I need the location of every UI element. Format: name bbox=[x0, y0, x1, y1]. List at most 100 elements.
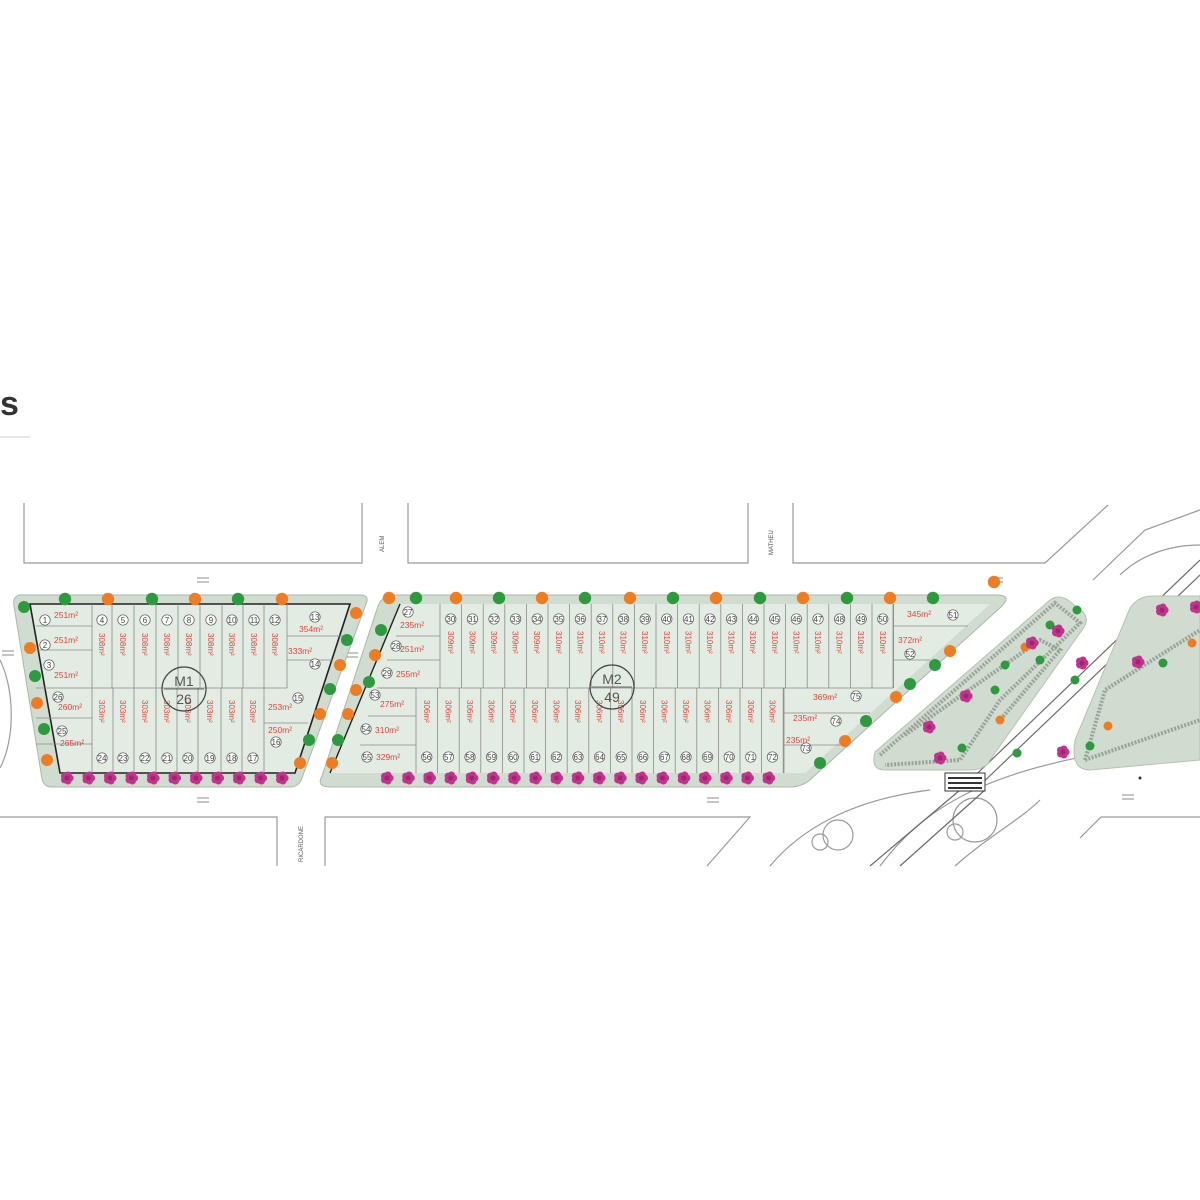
tree-orange-icon bbox=[326, 757, 338, 769]
block-code: M1 bbox=[174, 673, 194, 689]
lot-marker[interactable]: 49 bbox=[855, 613, 867, 625]
lot-marker[interactable]: 17 bbox=[247, 752, 259, 764]
lot-marker[interactable]: 24 bbox=[96, 752, 108, 764]
lot-marker[interactable]: 30 bbox=[445, 613, 457, 625]
lot-marker[interactable]: 19 bbox=[204, 752, 216, 764]
lot-marker[interactable]: 31 bbox=[466, 613, 478, 625]
lot-marker[interactable]: 12 bbox=[269, 614, 281, 626]
lot-marker[interactable]: 21 bbox=[161, 752, 173, 764]
lot-marker[interactable]: 2 bbox=[39, 639, 51, 651]
lot-marker[interactable]: 58 bbox=[464, 751, 476, 763]
lot-marker[interactable]: 71 bbox=[745, 751, 757, 763]
lot-marker[interactable]: 56 bbox=[421, 751, 433, 763]
lot-marker[interactable]: 61 bbox=[529, 751, 541, 763]
lot-marker[interactable]: 72 bbox=[766, 751, 778, 763]
lot-marker[interactable]: 57 bbox=[442, 751, 454, 763]
m1-lot-lines bbox=[36, 604, 343, 773]
lot-marker[interactable]: 20 bbox=[182, 752, 194, 764]
lot-marker[interactable]: 51 bbox=[947, 609, 959, 621]
lot-marker[interactable]: 65 bbox=[615, 751, 627, 763]
lot-marker[interactable]: 40 bbox=[661, 613, 673, 625]
lot-marker[interactable]: 43 bbox=[726, 613, 738, 625]
lot-area: 310m² bbox=[835, 631, 844, 654]
roundabout-edge-3 bbox=[954, 799, 1041, 867]
lot-marker[interactable]: 55 bbox=[361, 751, 373, 763]
lot-marker[interactable]: 36 bbox=[574, 613, 586, 625]
lot-marker[interactable]: 22 bbox=[139, 752, 151, 764]
lot-marker[interactable]: 73 bbox=[800, 742, 812, 754]
lot-number: 46 bbox=[792, 615, 801, 624]
lot-marker[interactable]: 47 bbox=[812, 613, 824, 625]
lot-number-circle bbox=[574, 613, 586, 625]
lot-marker[interactable]: 25 bbox=[56, 725, 68, 737]
lot-number-circle bbox=[204, 752, 216, 764]
lot-marker[interactable]: 46 bbox=[790, 613, 802, 625]
lot-number-circle bbox=[488, 613, 500, 625]
lot-marker[interactable]: 42 bbox=[704, 613, 716, 625]
lot-marker[interactable]: 75 bbox=[850, 690, 862, 702]
lot-number-circle bbox=[183, 614, 195, 626]
lot-marker[interactable]: 64 bbox=[594, 751, 606, 763]
lot-marker[interactable]: 3 bbox=[43, 659, 55, 671]
lot-marker[interactable]: 9 bbox=[205, 614, 217, 626]
lot-number: 56 bbox=[422, 753, 431, 762]
flower-magenta-icon bbox=[254, 771, 268, 785]
lot-marker[interactable]: 8 bbox=[183, 614, 195, 626]
lot-marker[interactable]: 28 bbox=[390, 640, 402, 652]
lot-marker[interactable]: 29 bbox=[381, 667, 393, 679]
lot-marker[interactable]: 50 bbox=[877, 613, 889, 625]
lot-number-circle bbox=[702, 751, 714, 763]
lot-number: 2 bbox=[43, 641, 48, 650]
lot-number: 3 bbox=[47, 661, 52, 670]
lot-marker[interactable]: 37 bbox=[596, 613, 608, 625]
lot-marker[interactable]: 4 bbox=[96, 614, 108, 626]
lot-marker[interactable]: 45 bbox=[769, 613, 781, 625]
lot-marker[interactable]: 74 bbox=[830, 715, 842, 727]
lot-marker[interactable]: 14 bbox=[309, 658, 321, 670]
lot-marker[interactable]: 32 bbox=[488, 613, 500, 625]
flower-magenta-icon bbox=[934, 751, 947, 765]
lot-marker[interactable]: 34 bbox=[531, 613, 543, 625]
lot-marker[interactable]: 63 bbox=[572, 751, 584, 763]
two-way-arrow-icon bbox=[1122, 794, 1134, 800]
lot-marker[interactable]: 41 bbox=[682, 613, 694, 625]
lot-marker[interactable]: 23 bbox=[117, 752, 129, 764]
lot-marker[interactable]: 5 bbox=[117, 614, 129, 626]
lot-marker[interactable]: 33 bbox=[510, 613, 522, 625]
lot-marker[interactable]: 70 bbox=[723, 751, 735, 763]
lot-number-circle bbox=[56, 725, 68, 737]
flower-magenta-icon bbox=[168, 771, 182, 785]
lot-marker[interactable]: 48 bbox=[834, 613, 846, 625]
lot-marker[interactable]: 13 bbox=[309, 611, 321, 623]
lot-marker[interactable]: 18 bbox=[226, 752, 238, 764]
lot-marker[interactable]: 10 bbox=[226, 614, 238, 626]
lot-marker[interactable]: 1 bbox=[39, 614, 51, 626]
lot-marker[interactable]: 26 bbox=[52, 691, 64, 703]
lot-area: 306m² bbox=[443, 700, 452, 723]
lot-marker[interactable]: 53 bbox=[369, 689, 381, 701]
lot-number-circle bbox=[834, 613, 846, 625]
lot-marker[interactable]: 6 bbox=[139, 614, 151, 626]
lot-marker[interactable]: 66 bbox=[637, 751, 649, 763]
lot-marker[interactable]: 16 bbox=[270, 736, 282, 748]
lot-marker[interactable]: 39 bbox=[639, 613, 651, 625]
lot-number-circle bbox=[226, 752, 238, 764]
lot-marker[interactable]: 62 bbox=[550, 751, 562, 763]
lot-marker[interactable]: 38 bbox=[618, 613, 630, 625]
northeast-road-edge bbox=[1092, 509, 1200, 581]
lot-marker[interactable]: 35 bbox=[553, 613, 565, 625]
lot-marker[interactable]: 11 bbox=[248, 614, 260, 626]
lot-marker[interactable]: 67 bbox=[658, 751, 670, 763]
lot-marker[interactable]: 27 bbox=[402, 606, 414, 618]
lot-marker[interactable]: 60 bbox=[507, 751, 519, 763]
lot-marker[interactable]: 52 bbox=[904, 648, 916, 660]
lot-area: 372m² bbox=[898, 635, 922, 645]
lot-marker[interactable]: 68 bbox=[680, 751, 692, 763]
lot-marker[interactable]: 7 bbox=[161, 614, 173, 626]
page-title-fragment: s bbox=[0, 385, 19, 423]
lot-marker[interactable]: 44 bbox=[747, 613, 759, 625]
lot-marker[interactable]: 59 bbox=[486, 751, 498, 763]
lot-marker[interactable]: 54 bbox=[360, 723, 372, 735]
lot-marker[interactable]: 15 bbox=[292, 692, 304, 704]
lot-marker[interactable]: 69 bbox=[702, 751, 714, 763]
